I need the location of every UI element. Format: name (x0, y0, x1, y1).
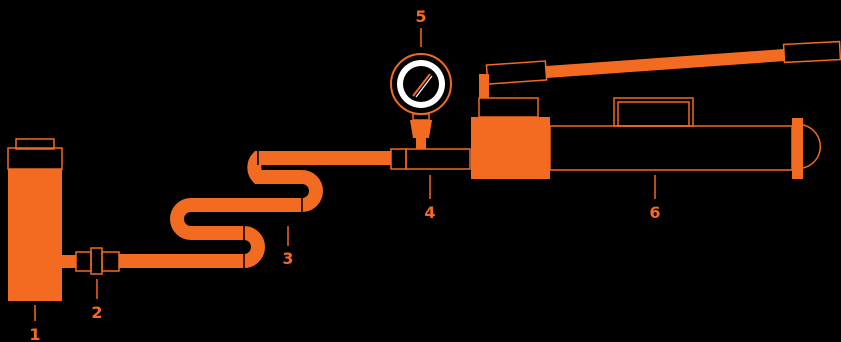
pressure-gauge (390, 53, 452, 149)
label-gauge: 5 (415, 7, 426, 26)
hose-outer (119, 151, 391, 268)
handle-grip (782, 40, 841, 64)
pump-handle-bar (546, 49, 785, 78)
cylinder-body (8, 169, 62, 301)
gauge-needle (412, 73, 431, 97)
label-hose: 3 (282, 249, 293, 268)
fitting-tube (405, 148, 471, 170)
hand-pump (471, 40, 841, 179)
quick-coupler (75, 247, 120, 275)
gauge-needle-edge (415, 75, 433, 98)
pump-block (471, 117, 550, 179)
coupler-right-part (101, 251, 120, 272)
handle-sleeve (485, 60, 548, 85)
reservoir-filler-inner (617, 101, 690, 127)
leader-lines (34, 28, 656, 321)
reservoir-body (549, 125, 793, 171)
reservoir-end-cap (792, 118, 803, 179)
label-cylinder: 1 (29, 325, 40, 342)
cylinder-top-cap (15, 138, 55, 150)
gauge-stem (410, 120, 432, 138)
cylinder-outlet-pipe (62, 255, 76, 268)
reservoir-end-dome (802, 124, 822, 169)
pump-handle-pivot (479, 74, 489, 98)
gauge-stem-base (416, 138, 426, 149)
gauge-inner (403, 66, 439, 102)
label-coupler: 2 (91, 303, 102, 322)
label-pump: 6 (649, 203, 660, 222)
hydraulic-cylinder (7, 138, 63, 301)
coupler-center-ring (90, 247, 103, 275)
hose-fitting (390, 148, 471, 170)
coupler-left-part (75, 251, 92, 272)
flexible-hose (119, 151, 391, 268)
fitting-nut (390, 148, 407, 170)
label-fitting: 4 (424, 203, 435, 222)
cylinder-head (7, 147, 63, 170)
pump-head (478, 97, 539, 118)
